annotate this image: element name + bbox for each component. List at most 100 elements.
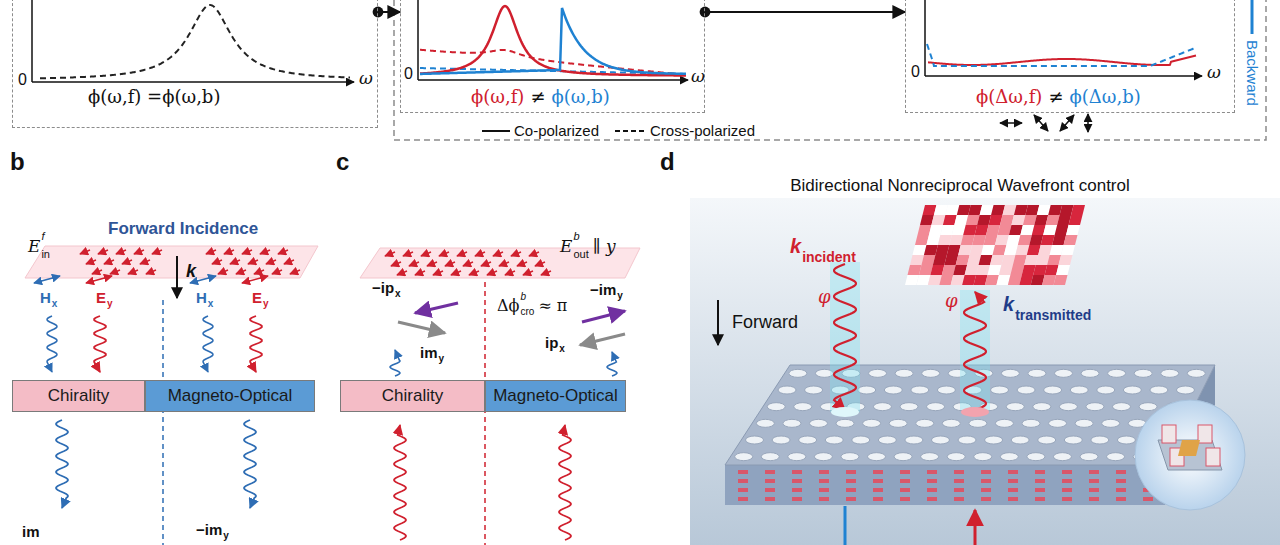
layer-stripe (1089, 479, 1099, 483)
legend-entry: Co-polarized (514, 123, 599, 138)
polarization-arrow (212, 260, 222, 264)
meta-atom (1187, 369, 1205, 377)
direction-symbol (1034, 115, 1048, 131)
dipole-arrow (415, 303, 458, 313)
plot-panel: ϕ(ω,f) =ϕ(ω,b) (12, 0, 378, 128)
text-row: ϕ(ω,f) =ϕ(ω,b) (88, 87, 220, 107)
meta-atom (809, 419, 827, 427)
unit-cell-base (1158, 440, 1222, 470)
layer-stripe (1089, 488, 1099, 492)
dipole-arrow (398, 322, 445, 333)
layer-stripe (927, 488, 937, 492)
meta-atom (761, 453, 779, 461)
polarization-arrow (511, 252, 521, 256)
layer-stripe (819, 488, 829, 492)
polarization-arrow (397, 271, 407, 275)
meta-atom (974, 453, 992, 461)
hologram-cell (1056, 265, 1070, 275)
polarization-arrow (487, 271, 497, 275)
meta-atom (735, 453, 753, 461)
unit-cell-cross (1178, 440, 1200, 456)
plot-panel: ϕ(ω,f)≠ϕ(ω,b) (400, 0, 705, 113)
layer-stripe (765, 497, 775, 501)
meta-atom (1134, 369, 1152, 377)
layer-stripe (927, 497, 937, 501)
index-text: ≈ π (538, 298, 567, 314)
meta-atom (852, 436, 870, 444)
polarization-arrow (272, 270, 282, 274)
index-text: y (617, 291, 623, 301)
index-text: in (41, 249, 50, 260)
light-beam (830, 262, 860, 412)
meta-atom (1038, 436, 1056, 444)
formula: ≠ (1048, 87, 1063, 107)
meta-atom (805, 386, 823, 394)
meta-atom (921, 453, 939, 461)
annotation: k (1003, 294, 1014, 314)
legend-sample (482, 130, 510, 132)
layer-stripe (873, 497, 883, 501)
index-text: incident (802, 250, 856, 264)
layer-stripe (738, 479, 748, 483)
light-beam (974, 510, 977, 545)
annotation: −ip (372, 280, 394, 295)
meta-atom (1070, 386, 1088, 394)
wave (964, 292, 986, 410)
meta-atom (1059, 403, 1077, 411)
meta-atom (836, 419, 854, 427)
layer-stripe (1116, 479, 1126, 483)
layer-stripe (738, 488, 748, 492)
layer-stripe (1116, 470, 1126, 474)
polarization-arrow (445, 262, 455, 266)
spectra-panels (32, 0, 1266, 140)
meta-atom (1022, 419, 1040, 427)
polarization-arrow (403, 252, 413, 256)
meta-atom (1075, 419, 1093, 427)
axis (418, 79, 688, 81)
legend-samples (482, 0, 1252, 131)
axis (31, 0, 33, 82)
wave (834, 264, 856, 410)
text-row: Magneto-Optical (168, 387, 293, 406)
layer-stripe (819, 479, 829, 483)
annotation: E (96, 290, 106, 305)
annotation: Bidirectional Nonreciprocal Wavefront co… (790, 177, 1130, 194)
polarization-arrow (98, 250, 108, 254)
polarization-arrow (517, 262, 527, 266)
layer-stripe (792, 497, 802, 501)
legend-sample (615, 130, 645, 132)
meta-atom (1044, 386, 1062, 394)
field-arrow (34, 276, 60, 283)
meta-atom (1139, 403, 1157, 411)
polarization-arrow (248, 260, 258, 264)
hologram-cell (1071, 205, 1085, 215)
meta-atom (1053, 453, 1071, 461)
meta-atom (1097, 386, 1115, 394)
layer-stripe (1008, 479, 1018, 483)
polarization-arrow (254, 270, 264, 274)
direction-symbol (1087, 114, 1089, 132)
index-text: out (573, 249, 588, 260)
meta-atom (969, 419, 987, 427)
meta-atom (916, 419, 934, 427)
material-block: Magneto-Optical (485, 380, 626, 412)
wave (390, 350, 400, 376)
annotation: Δϕ (497, 298, 519, 314)
polarization-arrow (236, 270, 246, 274)
layer-stripe (981, 488, 991, 492)
layer-stripe (954, 470, 964, 474)
annotation: im (420, 345, 438, 360)
unit-cell-pillar (1206, 448, 1220, 466)
meta-atom (1033, 403, 1051, 411)
polarization-arrow (385, 252, 395, 256)
polarization-arrow (80, 250, 90, 254)
index-text: x (395, 289, 401, 299)
polarization-arrow (284, 260, 294, 264)
layer-stripe (873, 479, 883, 483)
formula: ϕ(ω,f) (471, 87, 524, 107)
polarization-arrow (409, 262, 419, 266)
meta-atom (1054, 369, 1072, 377)
axis (925, 75, 1202, 77)
meta-atom (889, 419, 907, 427)
polarization-arrow (110, 270, 120, 274)
